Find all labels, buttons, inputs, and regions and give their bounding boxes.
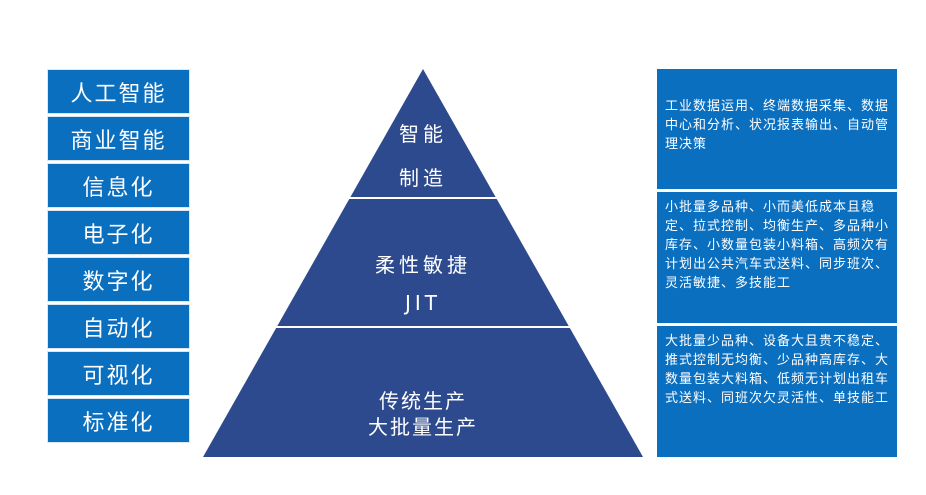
capability-item: 标准化 bbox=[47, 398, 190, 443]
capability-item: 数字化 bbox=[47, 257, 190, 302]
capability-item: 人工智能 bbox=[47, 69, 190, 114]
pyramid-middle-line2: JIT bbox=[404, 291, 441, 315]
pyramid-bottom-line1: 传统生产 bbox=[379, 389, 467, 413]
pyramid-top-line1: 智能 bbox=[399, 122, 447, 146]
capability-item: 可视化 bbox=[47, 351, 190, 396]
pyramid-bottom-line2: 大批量生产 bbox=[368, 415, 478, 439]
capability-item: 信息化 bbox=[47, 163, 190, 208]
pyramid-top-label: 智能 制造 bbox=[373, 118, 473, 194]
pyramid-middle-line1: 柔性敏捷 bbox=[375, 253, 471, 277]
description-traditional: 大批量少品种、设备大且贵不稳定、推式控制无均衡、少品种高库存、大数量包装大料箱、… bbox=[657, 326, 897, 457]
capability-item: 电子化 bbox=[47, 210, 190, 255]
pyramid-top-line2: 制造 bbox=[399, 166, 447, 190]
pyramid-shape bbox=[203, 69, 643, 457]
capability-item: 商业智能 bbox=[47, 116, 190, 161]
capability-item: 自动化 bbox=[47, 304, 190, 349]
capability-list: 人工智能 商业智能 信息化 电子化 数字化 自动化 可视化 标准化 bbox=[47, 69, 190, 445]
pyramid-bottom-label: 传统生产 大批量生产 bbox=[333, 388, 513, 440]
pyramid-middle-label: 柔性敏捷 JIT bbox=[343, 248, 503, 320]
description-flexible: 小批量多品种、小而美低成本且稳定、拉式控制、均衡生产、多品种小库存、小数量包装小… bbox=[657, 192, 897, 323]
description-smart: 工业数据运用、终端数据采集、数据中心和分析、状况报表输出、自动管理决策 bbox=[657, 69, 897, 189]
description-panel: 工业数据运用、终端数据采集、数据中心和分析、状况报表输出、自动管理决策 小批量多… bbox=[657, 69, 897, 460]
